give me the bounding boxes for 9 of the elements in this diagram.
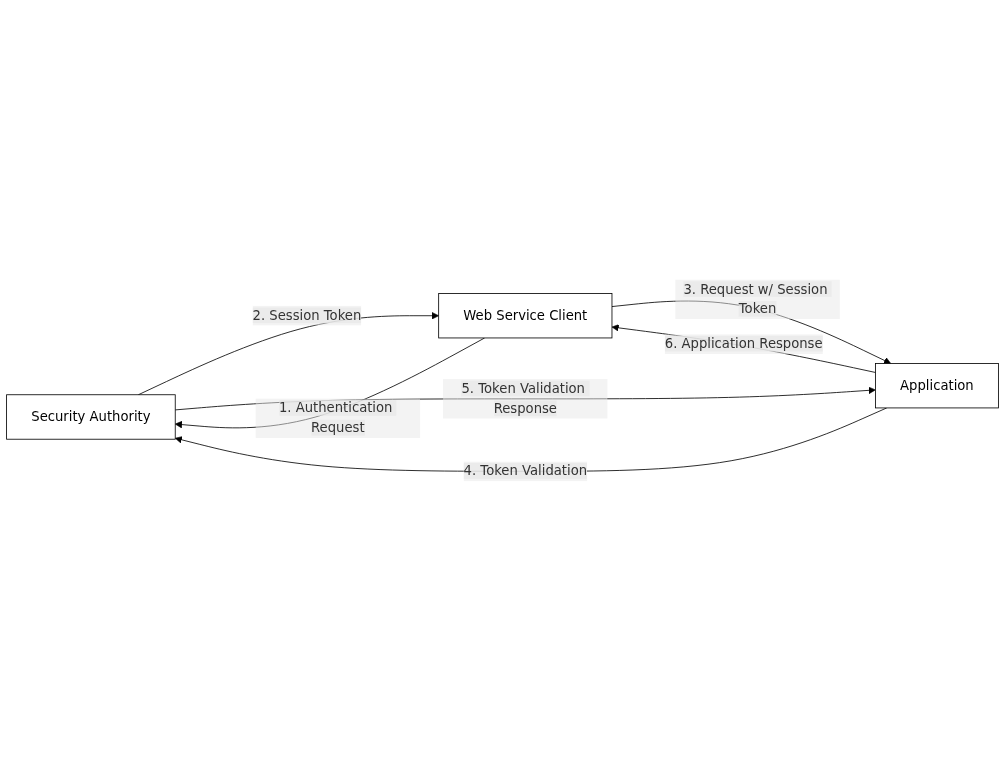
edge-label: 4. Token Validation bbox=[463, 462, 588, 479]
node-box: Web Service Client bbox=[438, 292, 613, 338]
edge-label: 3. Request w/ Session Token bbox=[683, 280, 828, 317]
node-box: Security Authority bbox=[6, 393, 176, 440]
edge-label: 6. Application Response bbox=[664, 335, 823, 352]
edge-label: 1. Authentication Request bbox=[278, 399, 393, 436]
edge-label: 5. Token Validation Response bbox=[461, 380, 585, 416]
edge-label: 2. Session Token bbox=[252, 307, 362, 323]
node-box: Application bbox=[875, 362, 999, 408]
